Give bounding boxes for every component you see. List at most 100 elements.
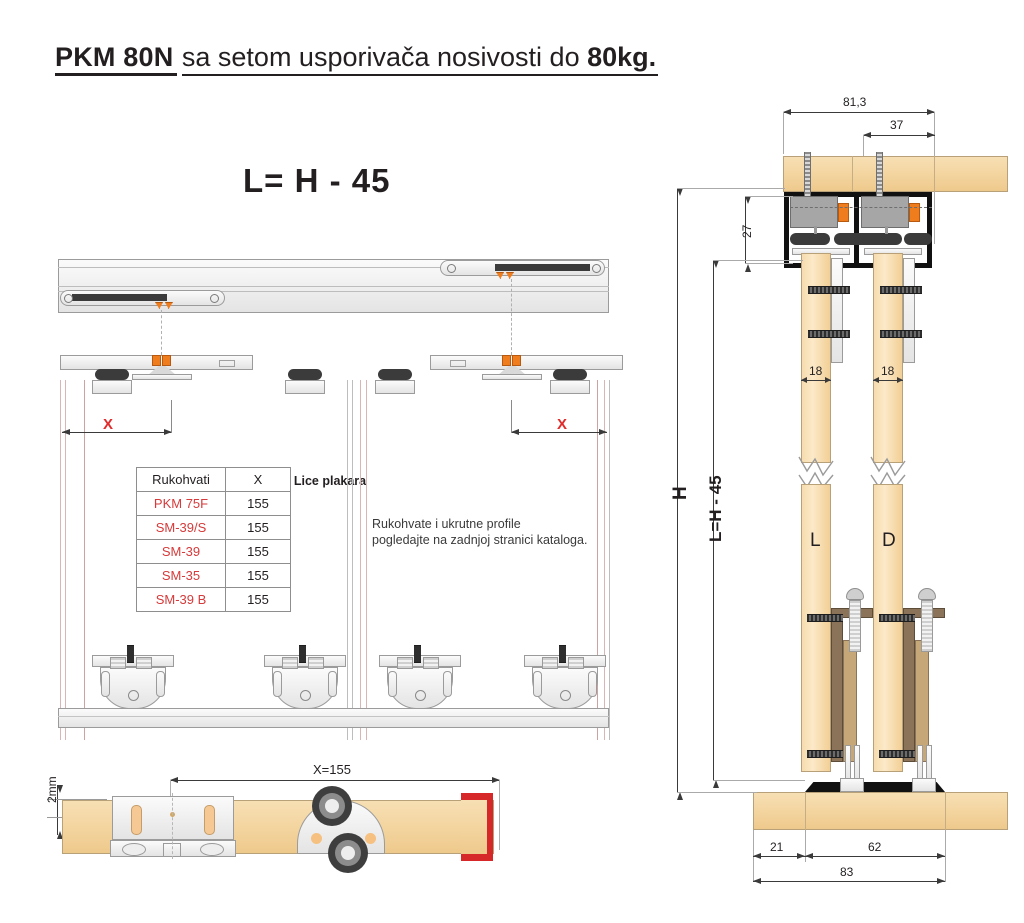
carrier-rear-roller-r	[592, 264, 601, 273]
title-block: PKM 80N sa setom usporivača nosivosti do…	[55, 38, 659, 76]
catalog-note: Rukohvate i ukrutne profile pogledajte n…	[372, 516, 587, 548]
carrier-front-roller-l	[64, 294, 73, 303]
rail-wall-left	[784, 192, 789, 268]
floor-board	[753, 792, 1008, 830]
table-cell-x: 155	[225, 491, 291, 516]
detail-pin-right	[365, 833, 376, 844]
table-row: SM-39/S 155	[136, 515, 291, 540]
table-cell-part: SM-35	[136, 563, 226, 588]
dim-27-arrow-bottom	[745, 252, 751, 272]
roller-stem-right	[885, 226, 888, 234]
break-line-left	[798, 456, 834, 489]
roller-d	[904, 233, 932, 245]
table-row: PKM 75F 155	[136, 491, 291, 516]
adjust-bolt-head-right	[918, 588, 936, 600]
dim-21-label: 21	[770, 840, 784, 854]
dim-H-label: H	[670, 486, 691, 500]
table-header-part: Rukohvati	[136, 467, 226, 492]
floor-rail-slot-right	[912, 778, 936, 792]
door-clip-left-b	[162, 355, 171, 366]
detail-screw-left	[122, 843, 146, 856]
detail-roller-top	[312, 786, 352, 826]
handles-table: Rukohvati X PKM 75F 155 SM-39/S 155 SM-3…	[136, 467, 291, 612]
door-edge-a	[60, 380, 61, 740]
hanger-plate-right	[482, 374, 542, 380]
door-clip-right-a	[502, 355, 511, 366]
bottom-screw-left	[807, 614, 843, 622]
dim-x-left-ext	[171, 400, 172, 433]
carriage-block-left	[790, 196, 838, 228]
dim-83-label: 83	[840, 865, 854, 879]
detail-view: 2mm X=155	[0, 755, 540, 885]
formula-label: L= H - 45	[243, 162, 391, 199]
table-cell-part: PKM 75F	[136, 491, 226, 516]
bottom-screw-right	[879, 614, 915, 622]
ceiling-board	[783, 156, 1008, 192]
roller-bracket-1	[92, 380, 132, 394]
dim-27-arrow-top	[745, 196, 751, 216]
rail-wall-mid	[854, 192, 859, 268]
bottom-guide-3	[375, 645, 465, 709]
bottom-guide-4	[520, 645, 610, 709]
bottom-screw-left-2	[807, 750, 843, 758]
roller-pod-3	[378, 369, 412, 380]
panel-right-label: D	[882, 530, 896, 551]
adjust-bolt-spring-right	[921, 600, 933, 652]
section-view: 81,3 37 27	[640, 90, 1024, 890]
table-header-x: X	[225, 467, 291, 492]
centerline-right	[511, 279, 512, 355]
dim-H-arrow-top	[677, 188, 683, 208]
door-edge-c	[84, 380, 85, 740]
table-cell-x: 155	[225, 539, 291, 564]
bottom-bracket-left-inner	[843, 640, 857, 762]
dim-H-line	[677, 188, 678, 792]
dim-x-left-label: X	[103, 416, 114, 433]
floor-rail-slot-left	[840, 778, 864, 792]
hanger-right	[498, 366, 526, 375]
roller-pod-2	[288, 369, 322, 380]
panel-screw-left-1	[808, 286, 850, 294]
panel-left-upper	[801, 253, 831, 463]
product-subtitle: sa setom usporivača nosivosti do 80kg.	[181, 41, 659, 76]
hanger-left	[148, 366, 176, 375]
table-cell-part: SM-39	[136, 539, 226, 564]
carriage-block-right	[861, 196, 909, 228]
dim-bottom-ext-2	[805, 830, 806, 862]
dim-813-ext-left	[783, 112, 784, 154]
bottom-screw-right-2	[879, 750, 915, 758]
product-title: PKM 80N	[55, 42, 178, 76]
table-row: SM-39 B 155	[136, 587, 291, 612]
centerline-left	[161, 310, 162, 355]
dim-x155-ext-right	[499, 780, 500, 850]
roller-a	[790, 233, 830, 245]
roller-bracket-3	[375, 380, 415, 394]
dim-18-left-label: 18	[809, 364, 823, 378]
dim-x155-label: X=155	[313, 762, 351, 777]
panel-screw-right-2	[880, 330, 922, 338]
carrier-front-roller-r	[210, 294, 219, 303]
floor-track	[58, 708, 609, 728]
break-line-right	[870, 456, 906, 489]
table-header-row: Rukohvati X	[136, 467, 291, 492]
dim-18-right-label: 18	[881, 364, 895, 378]
door-slot-right	[450, 360, 466, 367]
damper-stop-left	[838, 203, 849, 222]
detail-screw-right	[200, 843, 224, 856]
dim-27-line	[745, 196, 746, 264]
front-view-caption: Lice plakara	[293, 474, 367, 488]
door-edge-h	[597, 380, 598, 740]
rail-wall-right	[927, 192, 932, 268]
door-edge-g	[366, 380, 367, 740]
floor-board-joint-1	[805, 792, 806, 830]
floor-rail	[805, 782, 945, 792]
door-edge-i	[604, 380, 605, 740]
carrier-rear-roller-l	[447, 264, 456, 273]
dim-27-ext-top	[745, 196, 793, 197]
roller-c	[862, 233, 902, 245]
table-cell-part: SM-39/S	[136, 515, 226, 540]
table-cell-part: SM-39 B	[136, 587, 226, 612]
door-top-edge-right	[430, 355, 623, 370]
detail-pin-left	[311, 833, 322, 844]
roller-pod-1	[95, 369, 129, 380]
dim-2mm-arrow-bottom	[57, 817, 63, 839]
